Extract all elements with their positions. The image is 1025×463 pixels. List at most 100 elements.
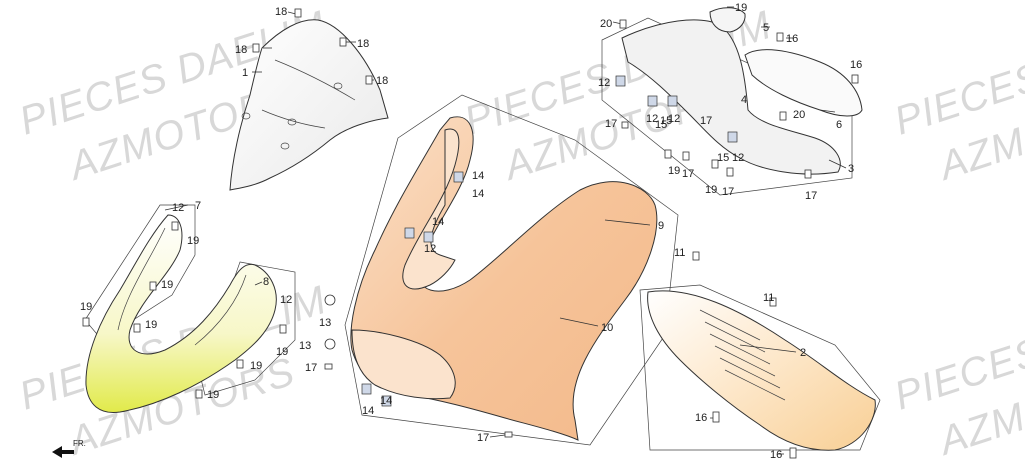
bolt <box>851 74 859 84</box>
clip <box>615 75 626 87</box>
callout-1: 1 <box>242 67 248 79</box>
callout-8: 8 <box>263 276 269 288</box>
clip <box>423 231 434 243</box>
callout-19: 19 <box>207 389 219 401</box>
bolt <box>171 221 179 231</box>
bolt <box>82 317 90 327</box>
callout-17: 17 <box>722 186 734 198</box>
front-cover-part <box>344 94 679 446</box>
callout-14: 14 <box>362 405 374 417</box>
callout-19: 19 <box>187 235 199 247</box>
callout-19: 19 <box>161 279 173 291</box>
clip <box>727 131 738 143</box>
clip <box>667 95 678 107</box>
callout-15: 15 <box>717 152 729 164</box>
watermark: AZM <box>932 120 1025 189</box>
callout-13: 13 <box>319 317 331 329</box>
lower-front-cover-part <box>84 204 296 414</box>
bolt <box>195 389 203 399</box>
inner-panel-part <box>601 7 863 196</box>
callout-19: 19 <box>276 346 288 358</box>
callout-20: 20 <box>793 109 805 121</box>
callout-9: 9 <box>658 220 664 232</box>
bolt <box>365 75 373 85</box>
callout-3: 3 <box>848 163 854 175</box>
bolt <box>712 411 720 423</box>
callout-19: 19 <box>705 184 717 196</box>
callout-19: 19 <box>80 301 92 313</box>
bolt <box>619 19 627 29</box>
bolt <box>711 159 719 169</box>
under-cover-part <box>639 284 881 451</box>
callout-18: 18 <box>275 6 287 18</box>
callout-numbers: 18 18 18 18 1 20 19 5 16 12 4 16 15 12 1… <box>80 2 862 461</box>
clip <box>453 171 464 183</box>
callout-10: 10 <box>601 322 613 334</box>
front-label: FR. <box>73 439 86 448</box>
bolt <box>769 297 777 307</box>
leader-lines <box>164 6 847 455</box>
bolt <box>252 43 260 53</box>
bolt <box>324 338 336 350</box>
bolt <box>133 323 141 333</box>
bolt <box>279 324 287 334</box>
callout-5: 5 <box>763 22 769 34</box>
bolt <box>504 431 513 438</box>
callout-15: 15 <box>660 115 672 127</box>
bolt <box>236 359 244 369</box>
callout-12: 12 <box>424 243 436 255</box>
clip <box>404 227 415 239</box>
callout-12: 12 <box>172 202 184 214</box>
clip <box>381 395 392 407</box>
callout-14: 14 <box>472 170 484 182</box>
callout-12: 12 <box>732 152 744 164</box>
callout-13: 13 <box>299 340 311 352</box>
callout-14: 14 <box>472 188 484 200</box>
callout-18: 18 <box>376 75 388 87</box>
callout-11: 11 <box>763 292 774 304</box>
callout-2: 2 <box>800 347 806 359</box>
callout-17: 17 <box>305 362 317 374</box>
bolt <box>324 294 336 306</box>
bolt <box>804 169 812 179</box>
bolt <box>294 8 302 18</box>
clip <box>361 383 372 395</box>
bolt <box>779 111 787 121</box>
callout-20: 20 <box>600 18 612 30</box>
windscreen-part <box>229 19 389 191</box>
callout-7: 7 <box>195 200 201 212</box>
callout-17: 17 <box>805 190 817 202</box>
bolt <box>664 149 672 159</box>
callout-16: 16 <box>770 449 782 461</box>
bolt <box>789 447 797 459</box>
fasteners <box>82 8 859 459</box>
callout-19: 19 <box>668 165 680 177</box>
callout-12: 12 <box>668 113 680 125</box>
bolt <box>324 363 333 370</box>
bolt <box>776 32 784 42</box>
callout-4: 4 <box>741 94 747 106</box>
callout-16: 16 <box>850 59 862 71</box>
callout-16: 16 <box>786 33 798 45</box>
bolt <box>621 121 629 129</box>
callout-14: 14 <box>380 395 392 407</box>
bolt <box>339 37 347 47</box>
callout-19: 19 <box>250 360 262 372</box>
callout-16: 16 <box>695 412 707 424</box>
bolt <box>726 167 734 177</box>
callout-12: 12 <box>646 113 658 125</box>
callout-14: 14 <box>432 216 444 228</box>
callout-12: 12 <box>280 294 292 306</box>
callout-17: 17 <box>605 118 617 130</box>
callout-19: 19 <box>145 319 157 331</box>
watermark: AZM <box>932 395 1025 463</box>
callout-18: 18 <box>235 44 247 56</box>
front-direction-indicator: FR. <box>52 439 86 458</box>
callout-19: 19 <box>735 2 747 14</box>
callout-18: 18 <box>357 38 369 50</box>
callout-17: 17 <box>700 115 712 127</box>
bolt <box>692 251 700 261</box>
bolt <box>682 151 690 161</box>
